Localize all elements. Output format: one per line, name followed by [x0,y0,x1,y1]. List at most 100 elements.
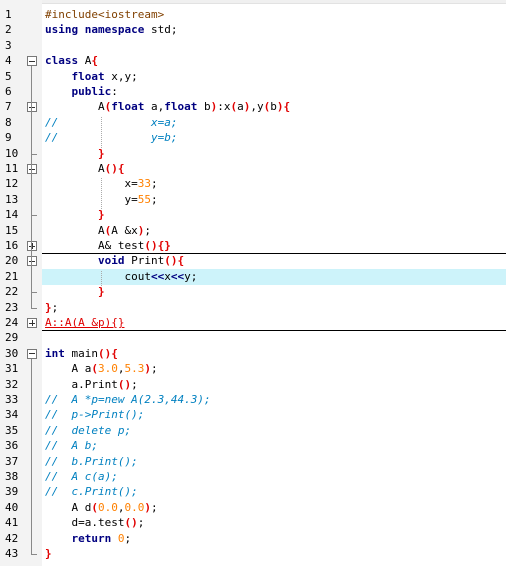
fold-line-class [31,66,32,308]
line-number: 16 [5,239,19,252]
code-line-12[interactable]: 12 x=33; [0,176,506,192]
code-text: y=55; [45,192,158,206]
editor-top-border [0,0,506,4]
current-line-highlight [42,268,506,285]
code-line-9[interactable]: 9// y=b; [0,130,506,146]
line-number: 21 [5,269,19,283]
code-line-16[interactable]: 16 A& test(){} [0,238,506,254]
expand-fold-icon[interactable] [27,241,37,251]
code-text: A(A &x); [45,223,151,237]
line-number: 33 [5,393,19,406]
code-line-29[interactable]: 29 [0,330,506,346]
fold-end-marker [31,554,37,555]
code-line-41[interactable]: 41 d=a.test(); [0,515,506,531]
code-text: a.Print(); [45,377,138,391]
line-number: 14 [5,208,19,222]
fold-line-main [31,358,32,554]
code-line-13[interactable]: 13 y=55; [0,192,506,208]
line-number: 34 [5,408,19,422]
code-line-11[interactable]: 11 A(){ [0,161,506,177]
fold-end-marker [31,307,37,309]
line-number: 12 [5,177,19,191]
line-number: 38 [5,470,19,483]
collapsed-region-separator [42,330,506,331]
code-line-2[interactable]: 2 using namespace std; [0,22,506,38]
indent-guide [100,178,102,210]
code-line-36[interactable]: 36 // A b; [0,438,506,454]
code-line-6[interactable]: 6 public: [0,84,506,100]
code-line-32[interactable]: 32 a.Print(); [0,377,506,393]
line-number: 11 [5,162,19,175]
code-text: class A{ [45,54,98,68]
code-text: void Print(){ [97,254,185,268]
code-text: float x,y; [71,69,138,83]
code-text: } [97,285,105,299]
code-line-3[interactable]: 3 [0,38,506,54]
code-line-42[interactable]: 42 return 0; [0,531,506,547]
code-text: #include<iostream> [45,8,165,21]
code-line-14[interactable]: 14 } [0,207,506,223]
collapse-fold-icon[interactable] [27,164,37,174]
code-line-43[interactable]: 43} [0,546,506,562]
code-line-23[interactable]: 23}; [0,300,506,316]
code-text: // c.Print(); [45,485,138,499]
collapse-fold-icon[interactable] [27,102,37,113]
line-number: 31 [5,362,19,376]
code-line-15[interactable]: 15 A(A &x); [0,223,506,239]
line-number: 40 [5,500,19,514]
code-text: return 0; [71,531,132,545]
code-line-1[interactable]: 1 #include<iostream> [0,7,506,23]
line-number: 1 [5,8,12,21]
line-number: 15 [5,223,19,237]
line-number: 3 [5,38,12,52]
indent-guide [100,116,102,148]
code-line-37[interactable]: 37// b.Print(); [0,454,506,470]
code-line-8[interactable]: 8// x=a; [0,115,506,131]
code-line-7[interactable]: 7 A(float a,float b):x(a),y(b){ [0,99,506,115]
collapse-fold-icon[interactable] [27,56,37,67]
code-text: d=a.test(); [45,516,145,530]
line-number: 35 [5,423,19,437]
collapse-fold-icon[interactable] [27,348,37,359]
code-line-35[interactable]: 35// delete p; [0,423,506,439]
code-text: using namespace std; [45,23,178,37]
code-text: }; [45,300,59,314]
code-line-10[interactable]: 10 } [0,146,506,162]
line-number: 2 [5,23,12,37]
code-text: // x=a; [45,115,178,129]
line-number: 30 [5,346,19,360]
code-line-38[interactable]: 38// A c(a); [0,469,506,485]
code-line-31[interactable]: 31 A a(3.0,5.3); [0,361,506,377]
code-line-33[interactable]: 33// A *p=new A(2.3,44.3); [0,392,506,408]
expand-fold-icon[interactable] [27,318,37,328]
code-line-5[interactable]: 5 float x,y; [0,69,506,85]
code-line-39[interactable]: 39// c.Print(); [0,484,506,500]
code-line-34[interactable]: 34 // p->Print(); [0,407,506,423]
code-line-4[interactable]: 4 class A{ [0,53,506,69]
code-line-40[interactable]: 40 A d(0.0,0.0); [0,500,506,516]
collapsed-region-separator [42,253,506,254]
line-number: 41 [5,516,19,530]
line-number: 29 [5,331,19,345]
code-text: A(float a,float b):x(a),y(b){ [45,100,291,114]
code-text: // A b; [45,439,98,453]
code-text: // p->Print(); [45,408,145,422]
line-number: 6 [5,85,12,98]
line-number: 13 [5,192,19,206]
code-line-22[interactable]: 22 } [0,284,506,300]
collapse-fold-icon[interactable] [27,256,37,267]
fold-end-marker [31,153,37,155]
code-line-21[interactable]: 21 cout<<x<<y; [0,268,506,285]
code-text: A a(3.0,5.3); [45,362,158,376]
line-number: 9 [5,131,12,145]
line-number: 22 [5,285,19,299]
code-line-20[interactable]: 20 void Print(){ [0,253,506,269]
line-number: 4 [5,54,12,68]
code-text: A(){ [45,162,125,175]
code-text: public: [71,85,118,98]
line-number: 36 [5,439,19,453]
code-text: // b.Print(); [45,454,138,468]
